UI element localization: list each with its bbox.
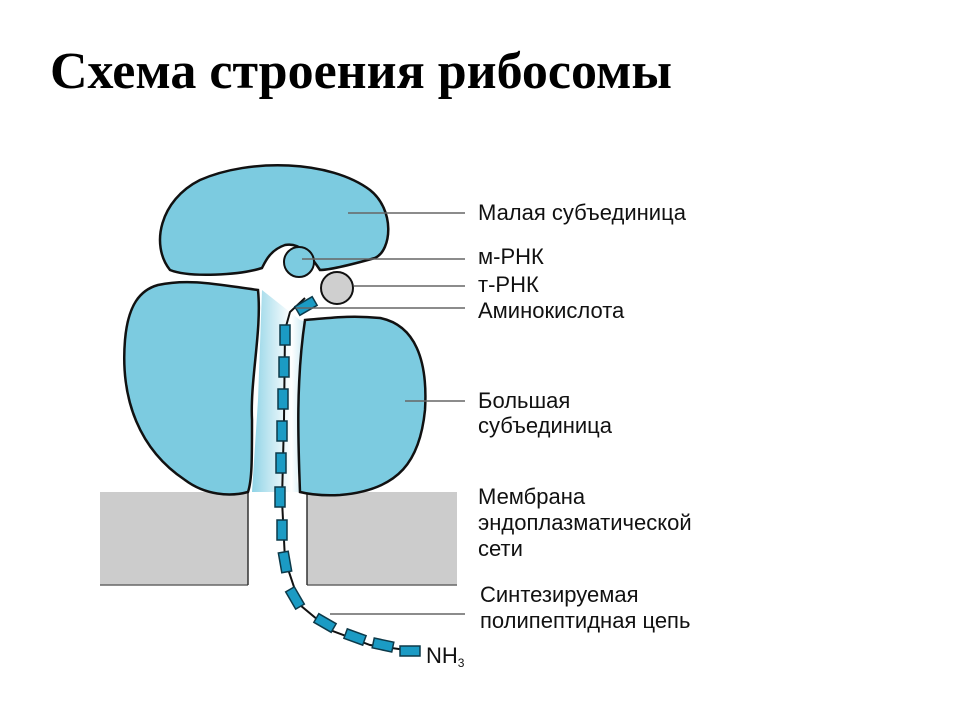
label-nh3: NH3 (426, 643, 465, 670)
label-membrane-line3: сети (478, 536, 523, 561)
membrane-right (307, 492, 457, 585)
trna-circle (320, 271, 354, 305)
label-mrna: м-РНК (478, 244, 544, 269)
label-membrane-line1: Мембрана (478, 484, 586, 509)
large-subunit-left (123, 280, 261, 496)
leader-lines (296, 212, 465, 615)
label-trna: т-РНК (478, 272, 539, 297)
nh3-text: NH (426, 643, 458, 668)
label-chain-line1: Синтезируемая (480, 582, 639, 607)
small-subunit (158, 164, 390, 277)
label-chain-line2: полипептидная цепь (480, 608, 690, 633)
label-membrane-line2: эндоплазматической (478, 510, 692, 535)
label-small-subunit: Малая субъединица (478, 200, 687, 225)
polypeptide-chain (274, 295, 421, 657)
large-subunit-right (297, 315, 427, 497)
nh3-subscript: 3 (458, 656, 465, 670)
page-title: Схема строения рибосомы (50, 43, 673, 100)
label-large-subunit-line1: Большая (478, 388, 570, 413)
label-large-subunit-line2: субъединица (478, 413, 613, 438)
membrane-left (100, 492, 248, 585)
label-amino-acid: Аминокислота (478, 298, 625, 323)
mrna-circle (283, 246, 315, 278)
